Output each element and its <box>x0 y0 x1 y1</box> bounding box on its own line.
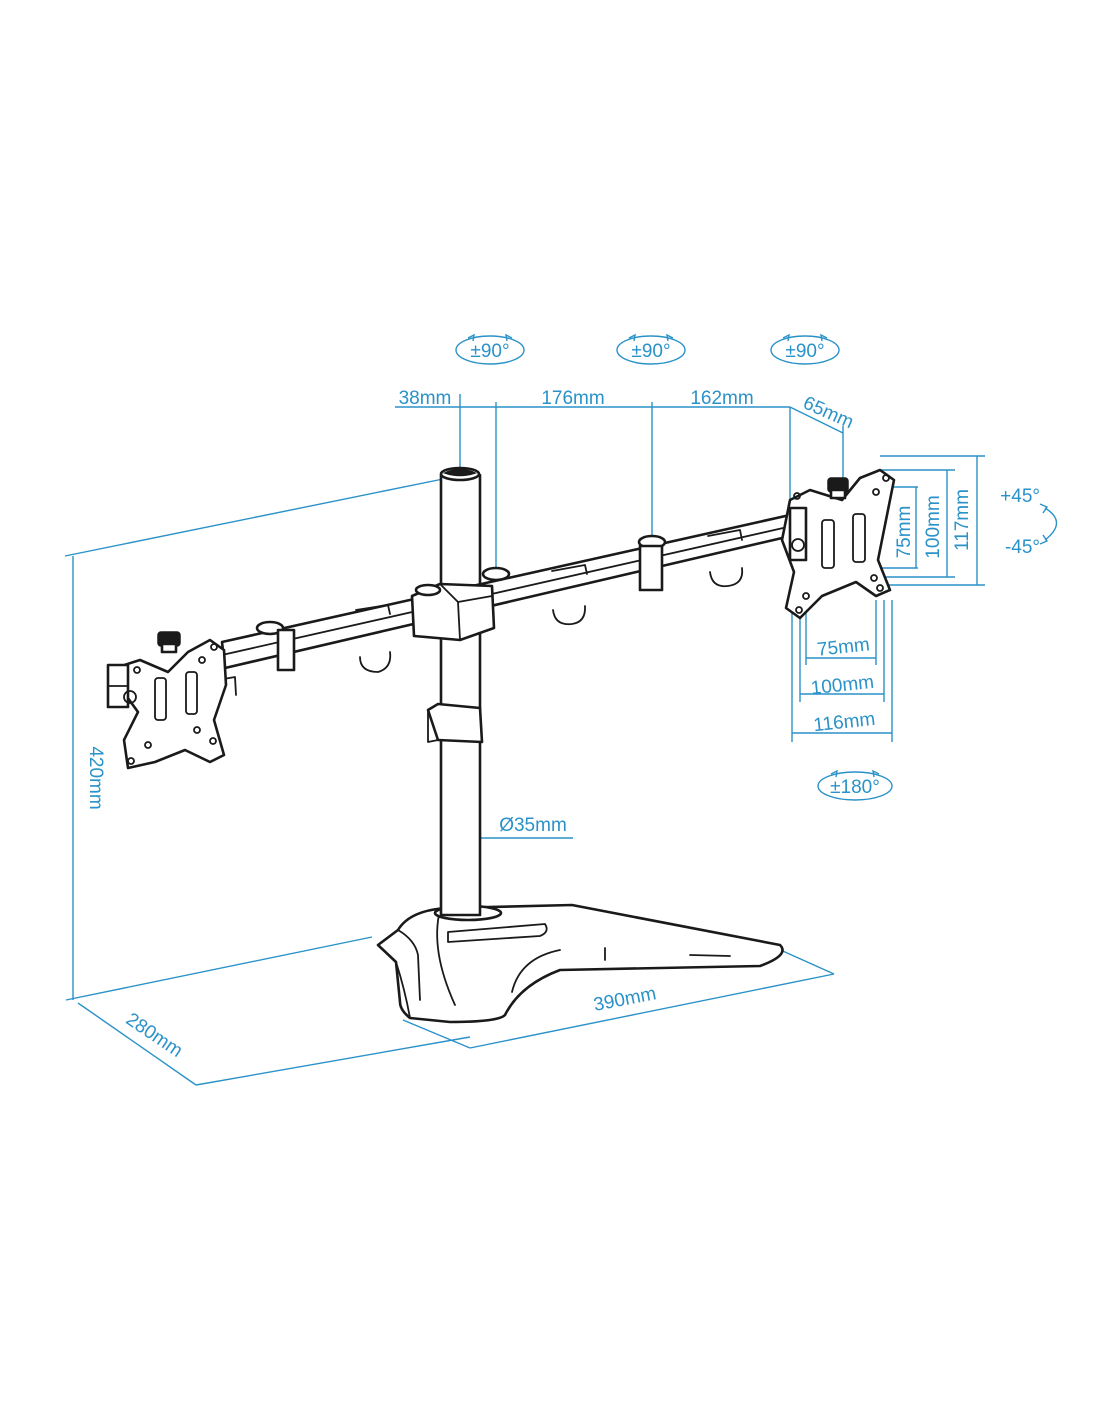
rotation-arm-mid-label: ±90° <box>631 341 670 362</box>
dim-vesa-h-small: 75mm <box>816 634 871 660</box>
dimension-lines <box>64 394 985 1086</box>
rotation-arm-right-label: ±90° <box>785 341 824 362</box>
dim-base-width: 390mm <box>592 983 658 1016</box>
tilt-down-label: -45° <box>1005 537 1040 558</box>
rotation-arm-mid: ±90° <box>616 333 686 365</box>
dim-base-depth: 280mm <box>122 1009 186 1062</box>
rotation-arm-right: ±90° <box>770 333 840 365</box>
dim-plate-offset: 65mm <box>800 393 857 434</box>
rotation-markers: ±90° ±90° ±90° ±180° +45° -45° <box>455 333 1058 801</box>
pole <box>426 466 484 917</box>
tilt-indicator: +45° -45° <box>1000 486 1058 558</box>
tilt-up-label: +45° <box>1000 486 1040 507</box>
dim-arm-segment-1: 176mm <box>541 388 604 409</box>
dim-vesa-v-small: 75mm <box>894 506 915 559</box>
dim-plate-height: 117mm <box>952 489 973 551</box>
arm-bar <box>211 513 797 696</box>
dim-plate-width: 116mm <box>813 709 877 736</box>
dim-pole-diameter: Ø35mm <box>499 815 567 836</box>
dim-vesa-v-large: 100mm <box>923 495 944 558</box>
rotation-swivel: ±180° <box>817 769 893 801</box>
dim-vesa-h-large: 100mm <box>810 672 875 700</box>
dim-arm-segment-2: 162mm <box>690 388 753 409</box>
left-vesa-plate <box>106 631 228 770</box>
dim-pole-offset: 38mm <box>399 388 452 409</box>
rotation-arm-left-label: ±90° <box>470 341 509 362</box>
stand-base <box>376 903 784 1024</box>
rotation-swivel-label: ±180° <box>830 777 880 798</box>
rotation-arm-left: ±90° <box>455 333 525 365</box>
dim-height: 420mm <box>85 746 106 809</box>
right-vesa-plate <box>780 468 896 620</box>
